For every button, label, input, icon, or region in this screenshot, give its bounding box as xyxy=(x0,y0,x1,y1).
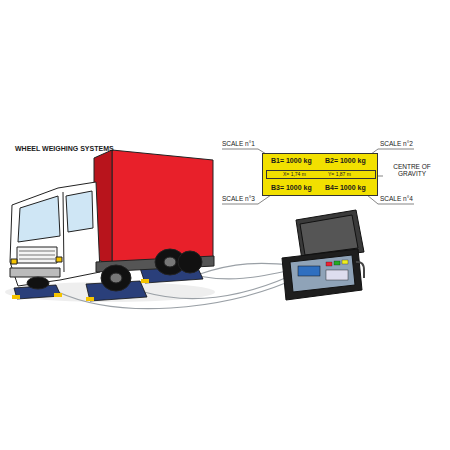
weight-reading: B1= 1000 kg xyxy=(271,157,312,165)
coordinate-reading: X= 1,74 m xyxy=(283,172,306,178)
truck xyxy=(10,150,214,291)
scale-label: SCALE n°3 xyxy=(222,195,255,202)
scale-label: SCALE n°4 xyxy=(380,195,413,202)
scale-label: SCALE n°2 xyxy=(380,140,413,147)
display-panel: B1= 1000 kg B2= 1000 kg B3= 1000 kg B4= 100… xyxy=(262,153,378,196)
leader-lines xyxy=(222,149,414,204)
callout-label: CENTRE OF GRAVITY xyxy=(386,163,438,177)
scale-label: SCALE n°1 xyxy=(222,140,255,147)
weight-indicator-case xyxy=(282,210,364,300)
weight-reading: B2= 1000 kg xyxy=(325,157,366,165)
title: WHEEL WEIGHING SYSTEMS xyxy=(15,145,114,153)
weight-reading: B3= 1000 kg xyxy=(271,184,312,192)
coordinate-reading: Y= 1,87 m xyxy=(328,172,351,178)
weight-reading: B4= 1000 kg xyxy=(325,184,366,192)
center-of-gravity-band: X= 1,74 m Y= 1,87 m xyxy=(266,170,376,179)
